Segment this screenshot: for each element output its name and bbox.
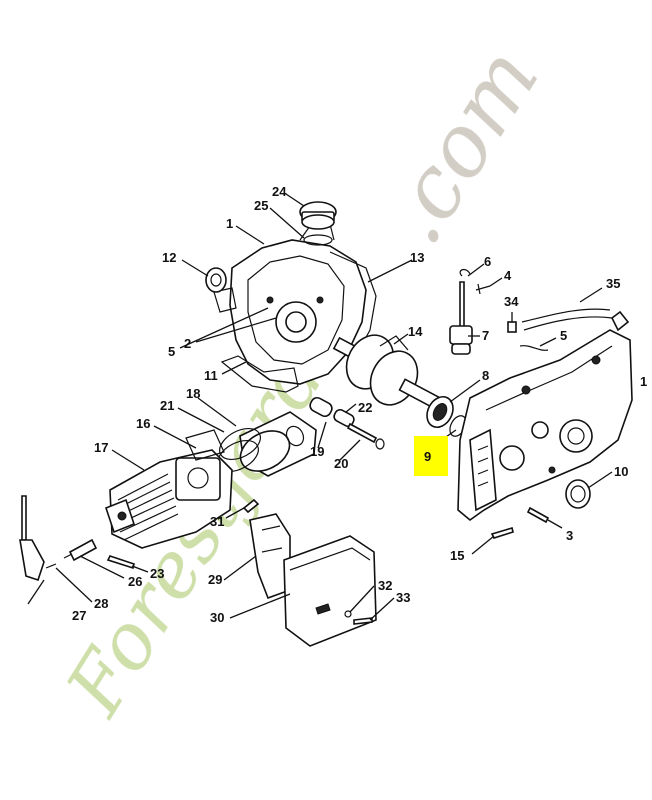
leader-lines bbox=[27, 193, 613, 621]
cylinder bbox=[105, 449, 233, 549]
label-29: 28 bbox=[94, 596, 108, 611]
label-2: 2 bbox=[184, 336, 191, 351]
screw-32 bbox=[242, 498, 260, 514]
label-24: 24 bbox=[272, 184, 287, 199]
muffler-screws bbox=[344, 610, 373, 625]
label-28: 27 bbox=[72, 608, 86, 623]
label-7: 7 bbox=[482, 328, 489, 343]
pin-circlip bbox=[375, 438, 385, 450]
label-31: 30 bbox=[210, 610, 224, 625]
oil-seal-right bbox=[565, 479, 591, 509]
label-8: 8 bbox=[482, 368, 489, 383]
label-15: 15 bbox=[450, 548, 464, 563]
tube bbox=[521, 308, 613, 331]
label-34: 33 bbox=[396, 590, 410, 605]
label-26: 26 bbox=[128, 574, 142, 589]
screw-4 bbox=[475, 283, 491, 295]
label-23: 23 bbox=[150, 566, 164, 581]
label-25: 25 bbox=[254, 198, 268, 213]
label-11: 11 bbox=[204, 368, 218, 383]
pickup-hose bbox=[449, 268, 473, 355]
label-1-right: 1 bbox=[640, 374, 647, 389]
crankcase-half-front bbox=[457, 329, 633, 522]
ignition-lead bbox=[19, 495, 57, 582]
spark-plug bbox=[63, 538, 98, 562]
label-17: 17 bbox=[94, 440, 108, 455]
label-22: 22 bbox=[358, 400, 372, 415]
label-10: 10 bbox=[614, 464, 628, 479]
label-9: 9 bbox=[424, 449, 431, 464]
oil-cap bbox=[299, 201, 337, 246]
watermark-domain: .com bbox=[363, 31, 558, 261]
callout-labels: 1 1 2 3 4 5 5 6 7 8 9 10 11 12 13 14 15 … bbox=[72, 184, 647, 625]
label-12: 12 bbox=[162, 250, 176, 265]
bushing bbox=[507, 321, 517, 333]
label-33: 32 bbox=[378, 578, 392, 593]
label-19: 19 bbox=[310, 444, 324, 459]
label-5-left: 5 bbox=[168, 344, 175, 359]
clip bbox=[610, 310, 630, 332]
needle-cage bbox=[309, 396, 355, 428]
oil-seal-left bbox=[205, 267, 227, 293]
label-36: 35 bbox=[606, 276, 620, 291]
cylinder-screw bbox=[106, 555, 135, 570]
label-4: 4 bbox=[504, 268, 512, 283]
gasket bbox=[220, 355, 299, 393]
line-5 bbox=[519, 345, 549, 351]
highlight-box bbox=[414, 436, 448, 476]
piston-pin bbox=[346, 422, 378, 444]
label-6: 6 bbox=[484, 254, 491, 269]
label-32: 31 bbox=[210, 514, 224, 529]
label-3: 3 bbox=[566, 528, 573, 543]
label-13: 13 bbox=[410, 250, 424, 265]
crankshaft bbox=[332, 334, 442, 410]
label-16: 16 bbox=[136, 416, 150, 431]
label-18: 18 bbox=[186, 386, 200, 401]
label-35: 34 bbox=[504, 294, 519, 309]
screw-3 bbox=[526, 506, 550, 524]
label-20: 20 bbox=[334, 456, 348, 471]
label-30: 29 bbox=[208, 572, 222, 587]
label-5-right: 5 bbox=[560, 328, 567, 343]
main-bearing bbox=[426, 395, 454, 429]
crankcase-half-rear bbox=[213, 223, 367, 385]
label-14: 14 bbox=[408, 324, 423, 339]
label-1: 1 bbox=[226, 216, 233, 231]
screw-15 bbox=[490, 526, 514, 539]
muffler bbox=[283, 535, 377, 647]
cylinder-gasket bbox=[185, 429, 225, 461]
label-21: 21 bbox=[160, 398, 174, 413]
